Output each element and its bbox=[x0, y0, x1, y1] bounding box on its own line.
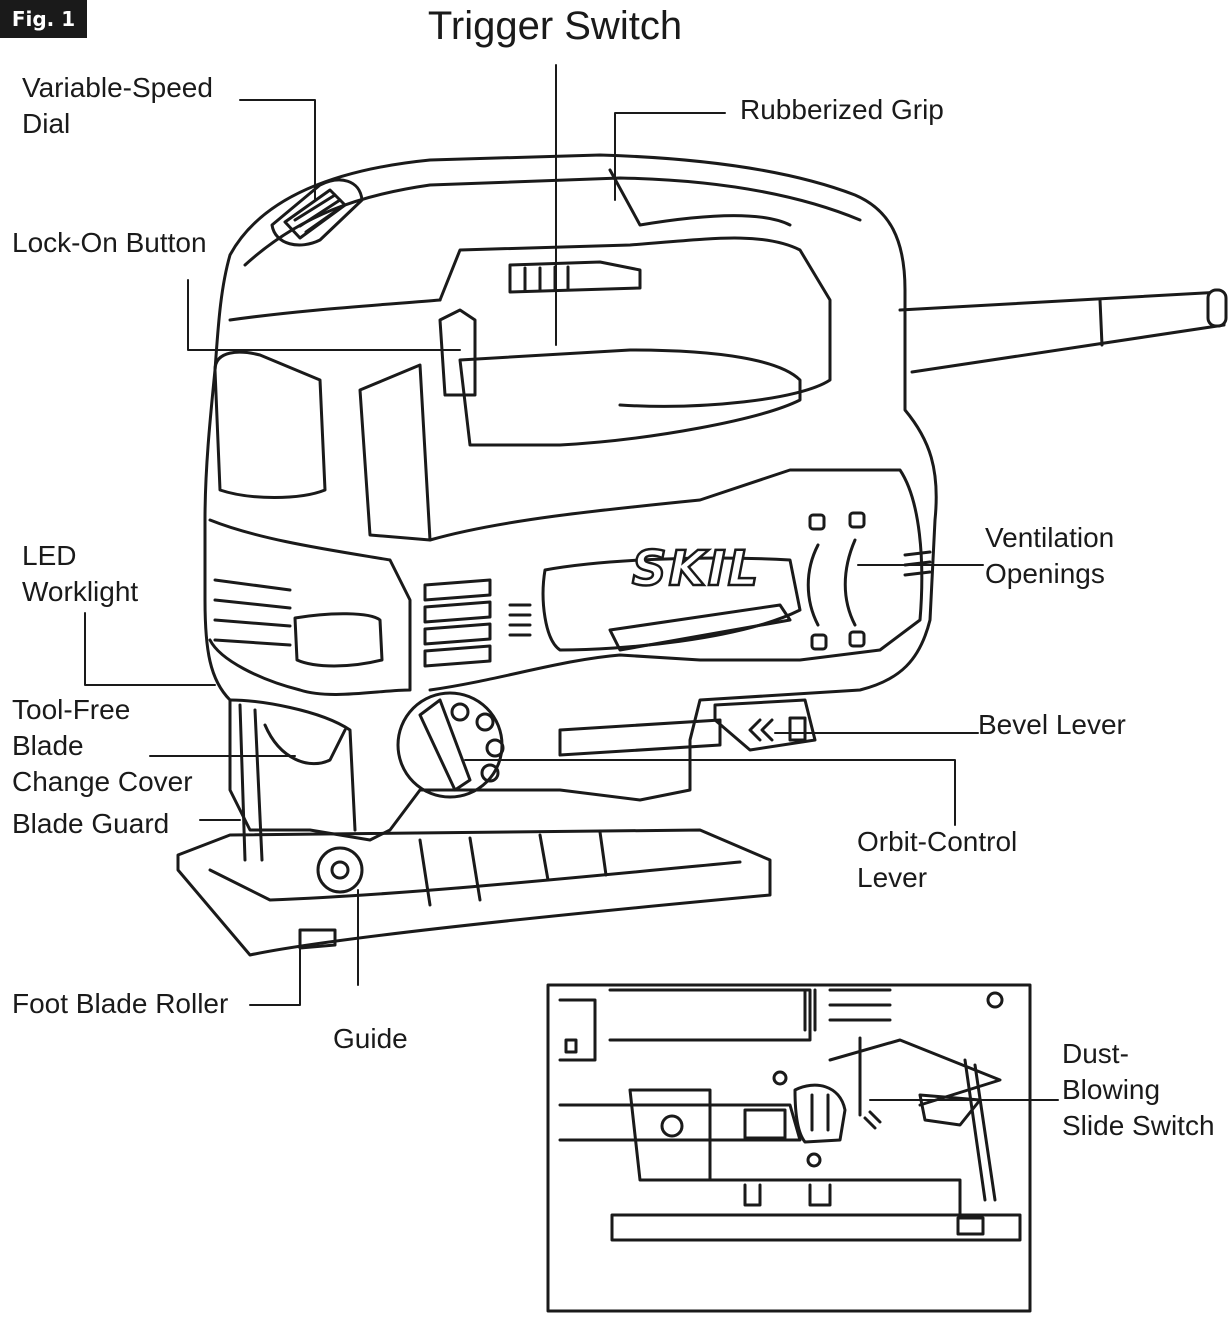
power-cord bbox=[898, 288, 1228, 374]
label-tool-free-blade-change-cover: Tool-Free Blade Change Cover bbox=[12, 694, 193, 797]
label-foot-blade-roller: Foot Blade Roller bbox=[12, 988, 229, 1019]
label-led-worklight: LED Worklight bbox=[22, 540, 139, 607]
led-window bbox=[293, 612, 384, 668]
figure-tag: Fig. 1 bbox=[0, 0, 87, 38]
handle-opening bbox=[458, 348, 802, 447]
label-orbit-control-lever: Orbit-Control Lever bbox=[857, 826, 1018, 893]
diagram-title: Trigger Switch bbox=[427, 4, 683, 48]
orbit-control-drawing bbox=[396, 691, 505, 799]
label-lock-on-button: Lock-On Button bbox=[12, 227, 207, 258]
skil-logo: SKIL bbox=[632, 541, 760, 597]
inset-detail-drawing bbox=[546, 983, 1059, 1313]
label-dust-blowing-slide-switch: Dust- Blowing Slide Switch bbox=[1062, 1038, 1215, 1141]
label-blade-guard: Blade Guard bbox=[12, 808, 170, 839]
housing-outline bbox=[203, 153, 938, 842]
label-variable-speed-dial: Variable-Speed Dial bbox=[22, 72, 213, 139]
ventilation-drawing bbox=[806, 511, 932, 651]
foot-plate bbox=[176, 828, 772, 957]
label-guide: Guide bbox=[333, 1023, 408, 1054]
label-rubberized-grip: Rubberized Grip bbox=[740, 94, 944, 125]
inset-foot-plate bbox=[610, 1213, 1022, 1242]
callout-lines bbox=[84, 64, 984, 1006]
label-bevel-lever: Bevel Lever bbox=[978, 709, 1126, 740]
bevel-lever-drawing bbox=[558, 698, 817, 757]
vent-slots bbox=[423, 578, 532, 668]
label-ventilation-openings: Ventilation Openings bbox=[985, 522, 1115, 589]
